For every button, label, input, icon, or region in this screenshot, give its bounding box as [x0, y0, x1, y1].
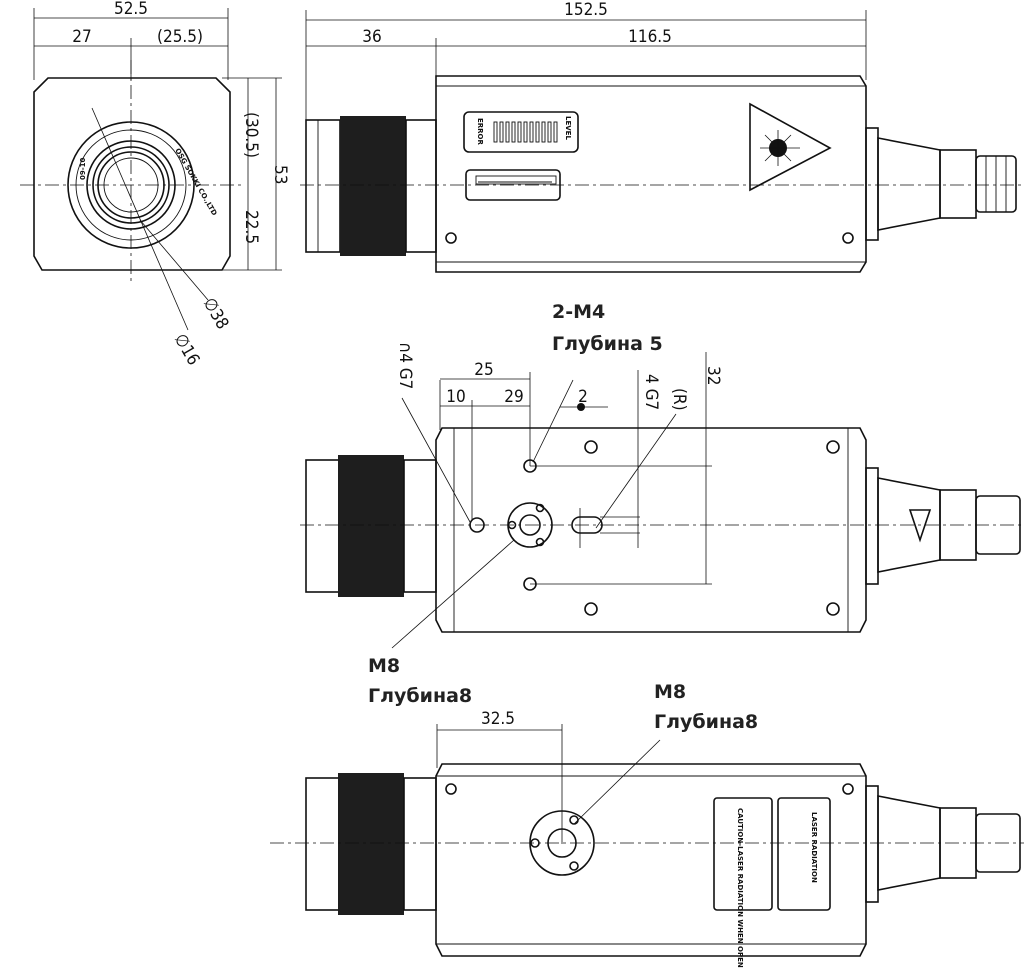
dim-body-length: 116.5	[628, 27, 672, 47]
caution-label-text: CAUTION-LASER RADIATION WHEN OPEN	[736, 808, 744, 968]
m4-hole-bottom	[523, 577, 537, 591]
dim-front-upper: (30.5)	[241, 112, 261, 158]
dim-spacing-32: 32	[703, 366, 723, 385]
svg-text:09-10: 09-10	[79, 157, 87, 180]
dim-gap-2: 2	[578, 387, 588, 407]
front-view: 52.5 27 (25.5) OSG SOKKI CO.,LTD 09-10 ∅…	[20, 0, 290, 369]
side-body-outline	[435, 75, 867, 273]
lens-knurl	[340, 116, 406, 256]
svg-text:OSG SOKKI CO.,LTD: OSG SOKKI CO.,LTD	[173, 147, 218, 217]
dim-lens-inner-dia: ∅16	[170, 331, 204, 369]
callout-m4-line2: Глубина 5	[552, 333, 663, 355]
callout-m4-line1: 2-M4	[552, 301, 605, 323]
dim-hole-29: 29	[504, 387, 523, 407]
m4-hole-top	[523, 459, 537, 473]
bottom-view: M8 Глубина8 32.5 CAUTION-LASER RADIATION…	[270, 681, 1024, 968]
dim-lens-length: 36	[362, 27, 381, 47]
callout-m8-top-line1: M8	[368, 655, 400, 677]
level-label: LEVEL	[564, 116, 572, 140]
level-indicator-panel	[463, 111, 579, 153]
level-bars	[493, 121, 558, 143]
front-body-outline	[33, 77, 231, 271]
callout-m8-bottom-line1: M8	[654, 681, 686, 703]
dim-lens-outer-dia: ∅38	[199, 295, 233, 333]
callout-m8-top-line2: Глубина8	[368, 685, 472, 707]
warning-label-text: LASER RADIATION	[810, 812, 818, 883]
laser-warning-triangle	[749, 102, 832, 192]
dim-front-lower: 22.5	[241, 210, 261, 244]
error-label: ERROR	[476, 118, 484, 146]
top-view: 2-M4 Глубина 5 25 10 29 2 ∩4 G7 4 G7 (R)…	[300, 301, 1024, 707]
dim-slot-4g7: 4 G7	[641, 374, 661, 410]
dim-front-height: 53	[270, 165, 290, 184]
dim-radius-r: (R)	[669, 388, 689, 411]
top-body-outline	[435, 427, 867, 633]
dim-total-length: 152.5	[564, 0, 608, 20]
dim-hole-25: 25	[474, 360, 493, 380]
lens-front-ring	[305, 119, 341, 253]
dim-front-right: (25.5)	[157, 27, 203, 47]
caution-label-plate	[713, 797, 773, 911]
side-view: 152.5 36 116.5 ERROR LEVEL	[300, 0, 1024, 273]
dim-front-width: 52.5	[114, 0, 148, 19]
dim-bottom-32-5: 32.5	[481, 709, 515, 729]
callout-m8-bottom-line2: Глубина8	[654, 711, 758, 733]
warning-label-plate	[777, 797, 831, 911]
dim-front-left: 27	[72, 27, 91, 47]
bottom-body-outline	[435, 763, 867, 957]
dim-hole-10: 10	[446, 387, 465, 407]
dim-hole-4g7: ∩4 G7	[395, 342, 415, 389]
